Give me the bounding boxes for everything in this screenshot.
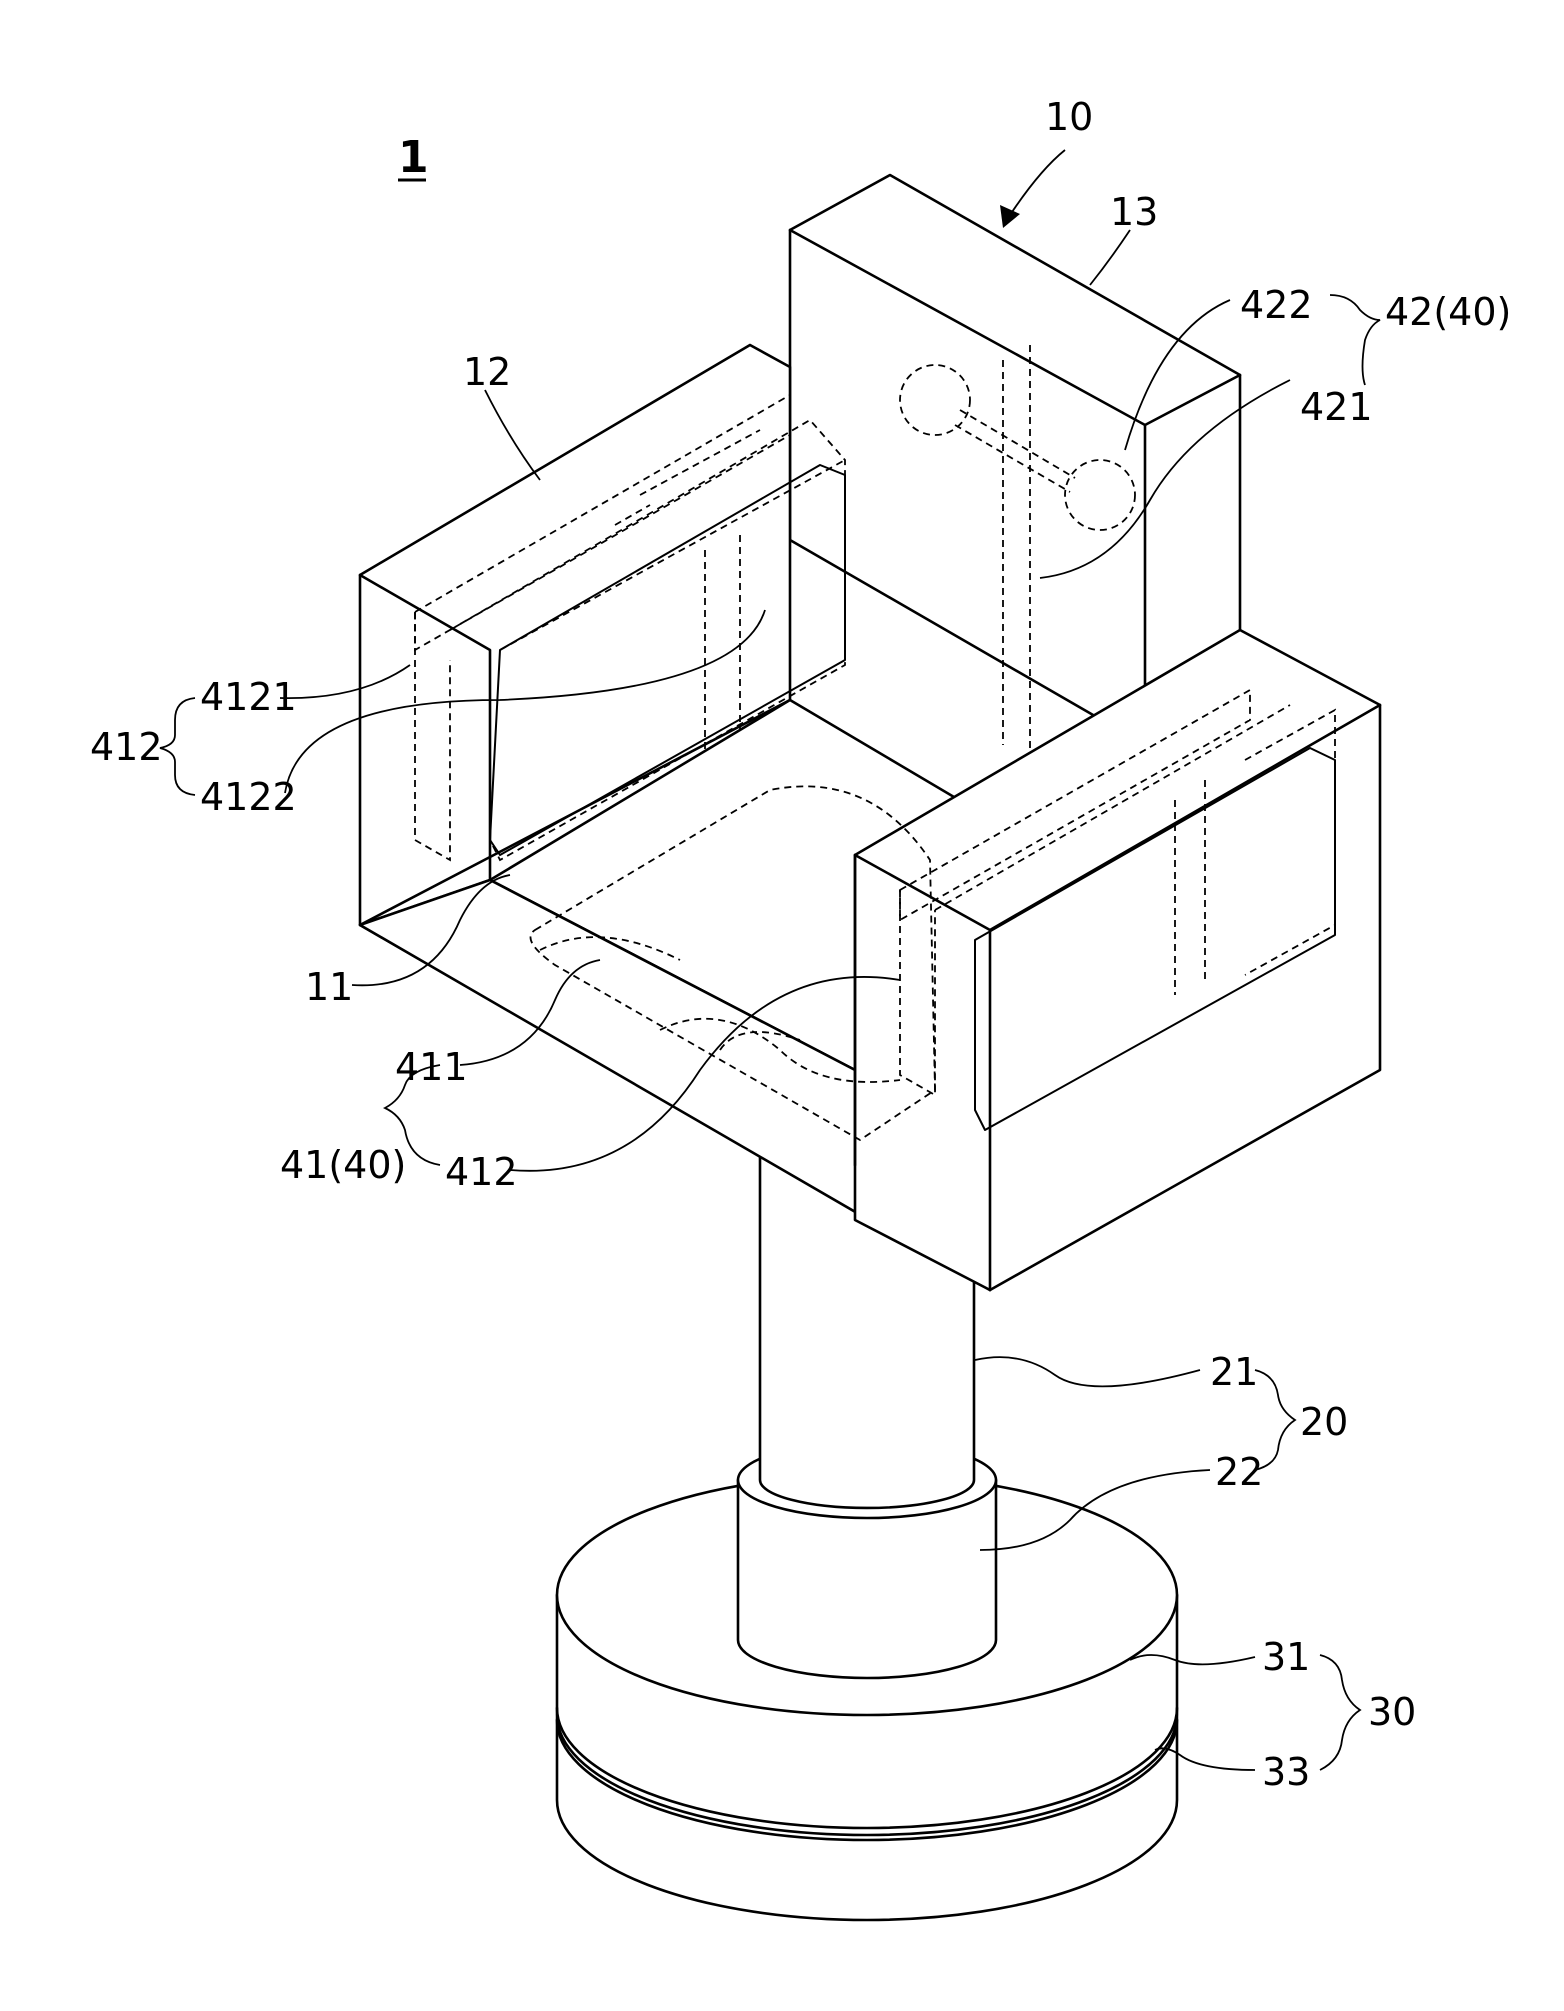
label-20: 20 [1300, 1400, 1348, 1444]
label-422: 422 [1240, 283, 1313, 327]
label-11: 11 [305, 965, 353, 1009]
label-42-40: 42(40) [1385, 290, 1511, 334]
label-21: 21 [1210, 1350, 1258, 1394]
label-30: 30 [1368, 1690, 1416, 1734]
label-41-40: 41(40) [280, 1143, 406, 1187]
braces [159, 294, 1381, 1771]
label-figure-ref: 1 [398, 132, 429, 183]
label-421: 421 [1300, 385, 1373, 429]
label-411: 411 [395, 1045, 468, 1089]
base-30 [555, 1473, 1179, 1922]
label-13: 13 [1110, 190, 1158, 234]
label-31: 31 [1262, 1635, 1310, 1679]
label-412-left: 412 [90, 725, 163, 769]
label-10: 10 [1045, 95, 1093, 139]
label-4121: 4121 [200, 675, 297, 719]
label-412-bottom: 412 [445, 1150, 518, 1194]
leader-lines [279, 149, 1291, 1771]
label-33: 33 [1262, 1750, 1310, 1794]
label-12: 12 [463, 350, 511, 394]
seat-body-10 [358, 173, 1382, 1292]
column-20 [736, 1098, 998, 1680]
label-4122: 4122 [200, 775, 297, 819]
labels: 1 10 13 12 422 42(40) 421 4121 412 4122 … [90, 95, 1511, 1794]
hidden-parts [414, 345, 1336, 1142]
label-22: 22 [1215, 1450, 1263, 1494]
